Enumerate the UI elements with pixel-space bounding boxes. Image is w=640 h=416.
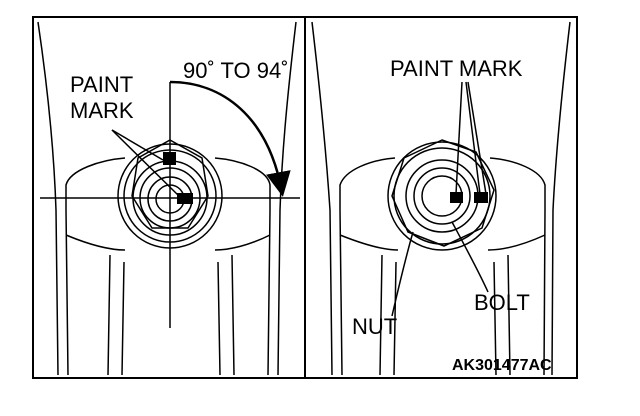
left-strut-lines bbox=[107, 254, 235, 376]
left-paint-mark-label-line2: MARK bbox=[70, 98, 134, 123]
bolt-leader bbox=[451, 221, 489, 293]
left-panel: 90˚ TO 94˚ PAINT MARK bbox=[37, 21, 300, 376]
left-crossmember-lower bbox=[65, 234, 271, 251]
right-paint-mark-bolt bbox=[474, 192, 488, 203]
bolt-label: BOLT bbox=[474, 290, 530, 315]
angle-label: 90˚ TO 94˚ bbox=[183, 58, 289, 83]
figure-code: AK301477AC bbox=[452, 357, 552, 374]
right-bracket-inner-left bbox=[339, 209, 343, 376]
left-bracket-inner-right bbox=[267, 209, 271, 376]
left-paint-mark-label-line1: PAINT bbox=[70, 72, 133, 97]
nut-leader bbox=[391, 231, 414, 317]
right-crossmember-lower bbox=[339, 234, 546, 251]
right-panel: PAINT MARK NUT BOLT AK301477AC bbox=[311, 21, 571, 376]
left-bracket-outer-left bbox=[37, 21, 59, 376]
right-paint-mark-leader-2 bbox=[465, 81, 481, 195]
right-bracket-outer-left bbox=[311, 21, 333, 376]
right-paint-mark-label: PAINT MARK bbox=[390, 56, 523, 81]
left-paint-mark-leader-1 bbox=[111, 129, 164, 161]
right-paint-mark-nut bbox=[450, 192, 463, 203]
right-strut-lines bbox=[379, 254, 511, 376]
right-paint-mark-leader-3 bbox=[467, 81, 487, 195]
nut-label: NUT bbox=[352, 314, 397, 339]
left-paint-mark-nut bbox=[163, 152, 176, 165]
right-paint-mark-leader-1 bbox=[455, 81, 463, 195]
left-bracket-outer-right bbox=[277, 21, 297, 376]
rotation-angle-arrow bbox=[169, 80, 291, 197]
left-paint-mark-leader-2 bbox=[111, 129, 182, 199]
right-bracket-inner-right bbox=[543, 209, 546, 376]
right-crossmember-upper bbox=[339, 157, 546, 210]
left-bracket-inner-left bbox=[65, 209, 69, 376]
right-bracket-outer-right bbox=[551, 21, 571, 376]
left-paint-mark-bolt bbox=[177, 193, 193, 204]
